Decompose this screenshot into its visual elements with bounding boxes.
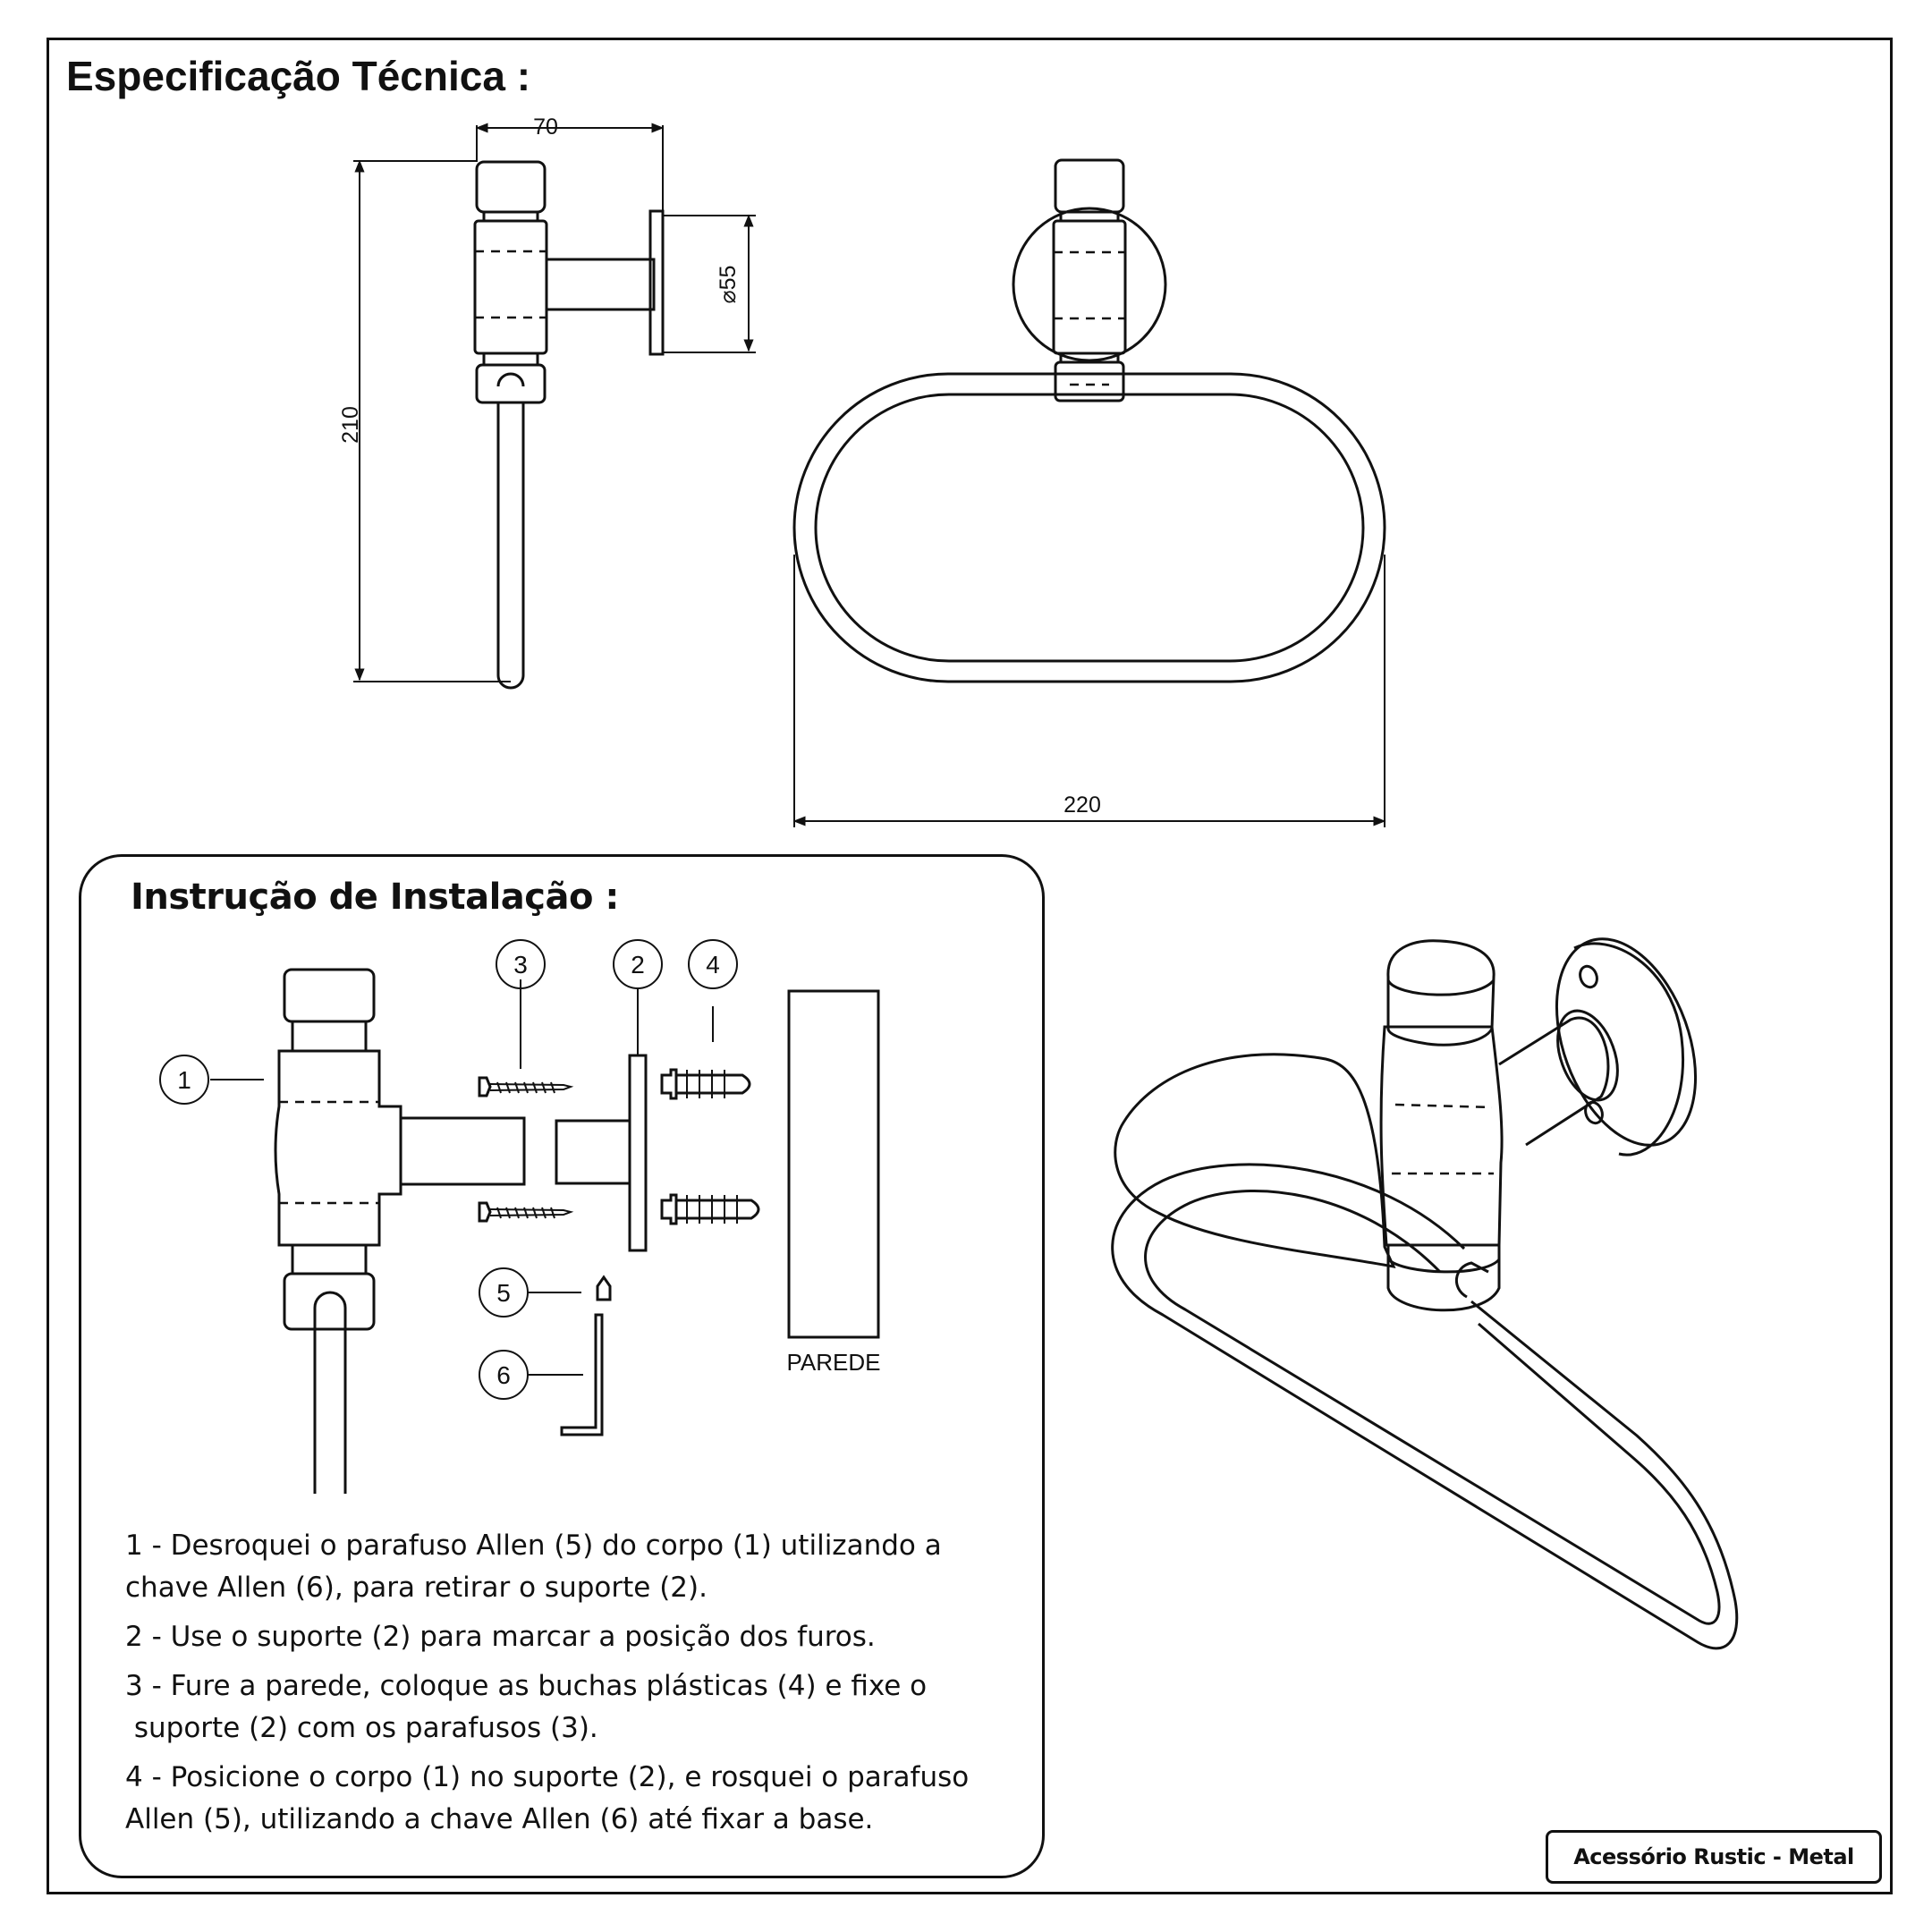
front-view-drawing: 220 bbox=[792, 158, 1386, 827]
svg-text:2: 2 bbox=[631, 951, 645, 979]
dim-width: 220 bbox=[1063, 792, 1101, 818]
wall-block bbox=[787, 989, 880, 1339]
body-cap bbox=[283, 968, 376, 1023]
callout-6: 6 bbox=[479, 1350, 529, 1400]
callout-1: 1 bbox=[159, 1055, 209, 1105]
installation-steps: 1 - Desroquei o parafuso Allen (5) do co… bbox=[125, 1525, 1029, 1848]
step-4: 4 - Posicione o corpo (1) no suporte (2)… bbox=[125, 1761, 970, 1835]
installation-title: Instrução de Instalação : bbox=[131, 877, 619, 918]
exploded-view-drawing: 1 3 2 4 5 6 PAREDE bbox=[159, 939, 881, 1494]
body-part bbox=[274, 1049, 402, 1247]
side-view-drawing: 70 210 ⌀55 bbox=[338, 114, 756, 690]
support-plate bbox=[628, 1054, 648, 1252]
step-1: 1 - Desroquei o parafuso Allen (5) do co… bbox=[125, 1530, 942, 1604]
svg-text:6: 6 bbox=[496, 1361, 511, 1389]
screw-part bbox=[478, 979, 574, 1223]
allen-key-part bbox=[560, 1313, 604, 1436]
model-badge: Acessório Rustic - Metal bbox=[1546, 1830, 1882, 1884]
svg-text:1: 1 bbox=[177, 1066, 191, 1094]
dim-diameter: ⌀55 bbox=[716, 266, 741, 304]
callout-2: 2 bbox=[613, 939, 663, 989]
drawing-sheet-border bbox=[47, 38, 1893, 1894]
step-2: 2 - Use o suporte (2) para marcar a posi… bbox=[125, 1621, 876, 1653]
svg-text:3: 3 bbox=[513, 951, 528, 979]
page-title: Especificação Técnica : bbox=[66, 53, 531, 99]
wall-label: PAREDE bbox=[787, 1349, 881, 1376]
dim-height: 210 bbox=[338, 406, 363, 444]
callout-4: 4 bbox=[688, 939, 738, 989]
step-3: 3 - Fure a parede, coloque as buchas plá… bbox=[125, 1670, 928, 1744]
callout-5: 5 bbox=[479, 1267, 529, 1318]
installation-panel bbox=[79, 854, 1045, 1878]
support-arm bbox=[555, 1119, 631, 1185]
isometric-view-drawing bbox=[1111, 937, 1739, 1650]
anchor-part bbox=[660, 1006, 760, 1225]
callout-3: 3 bbox=[496, 939, 546, 989]
allen-screw-part bbox=[596, 1275, 612, 1301]
svg-text:4: 4 bbox=[706, 951, 720, 979]
dim-depth: 70 bbox=[533, 114, 558, 140]
body-arm bbox=[399, 1116, 526, 1186]
svg-text:5: 5 bbox=[496, 1279, 511, 1307]
